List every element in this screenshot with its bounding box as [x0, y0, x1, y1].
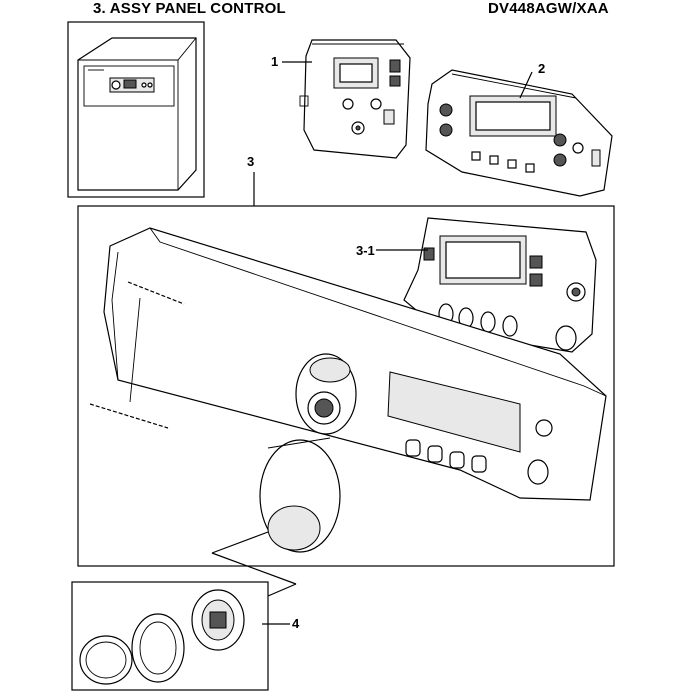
dryer-overview-inset [67, 21, 205, 198]
control-panel-body [89, 227, 607, 501]
knob-cover [259, 437, 341, 553]
callout-3: 3 [247, 154, 254, 169]
callout-3-1: 3-1 [356, 243, 375, 258]
callout-4: 4 [292, 616, 300, 631]
part-3-1-pcb [403, 217, 597, 353]
main-assembly-box [77, 205, 615, 567]
part-2-pcb-sub [425, 69, 613, 197]
part-1-pcb-main [299, 39, 411, 159]
callout-2: 2 [538, 61, 545, 76]
callout-1: 1 [271, 54, 278, 69]
part-4-knob-assembly [79, 589, 245, 685]
model-number: DV448AGW/XAA [488, 0, 609, 17]
part-4-box [71, 581, 269, 691]
page-title: 3. ASSY PANEL CONTROL [93, 0, 286, 17]
